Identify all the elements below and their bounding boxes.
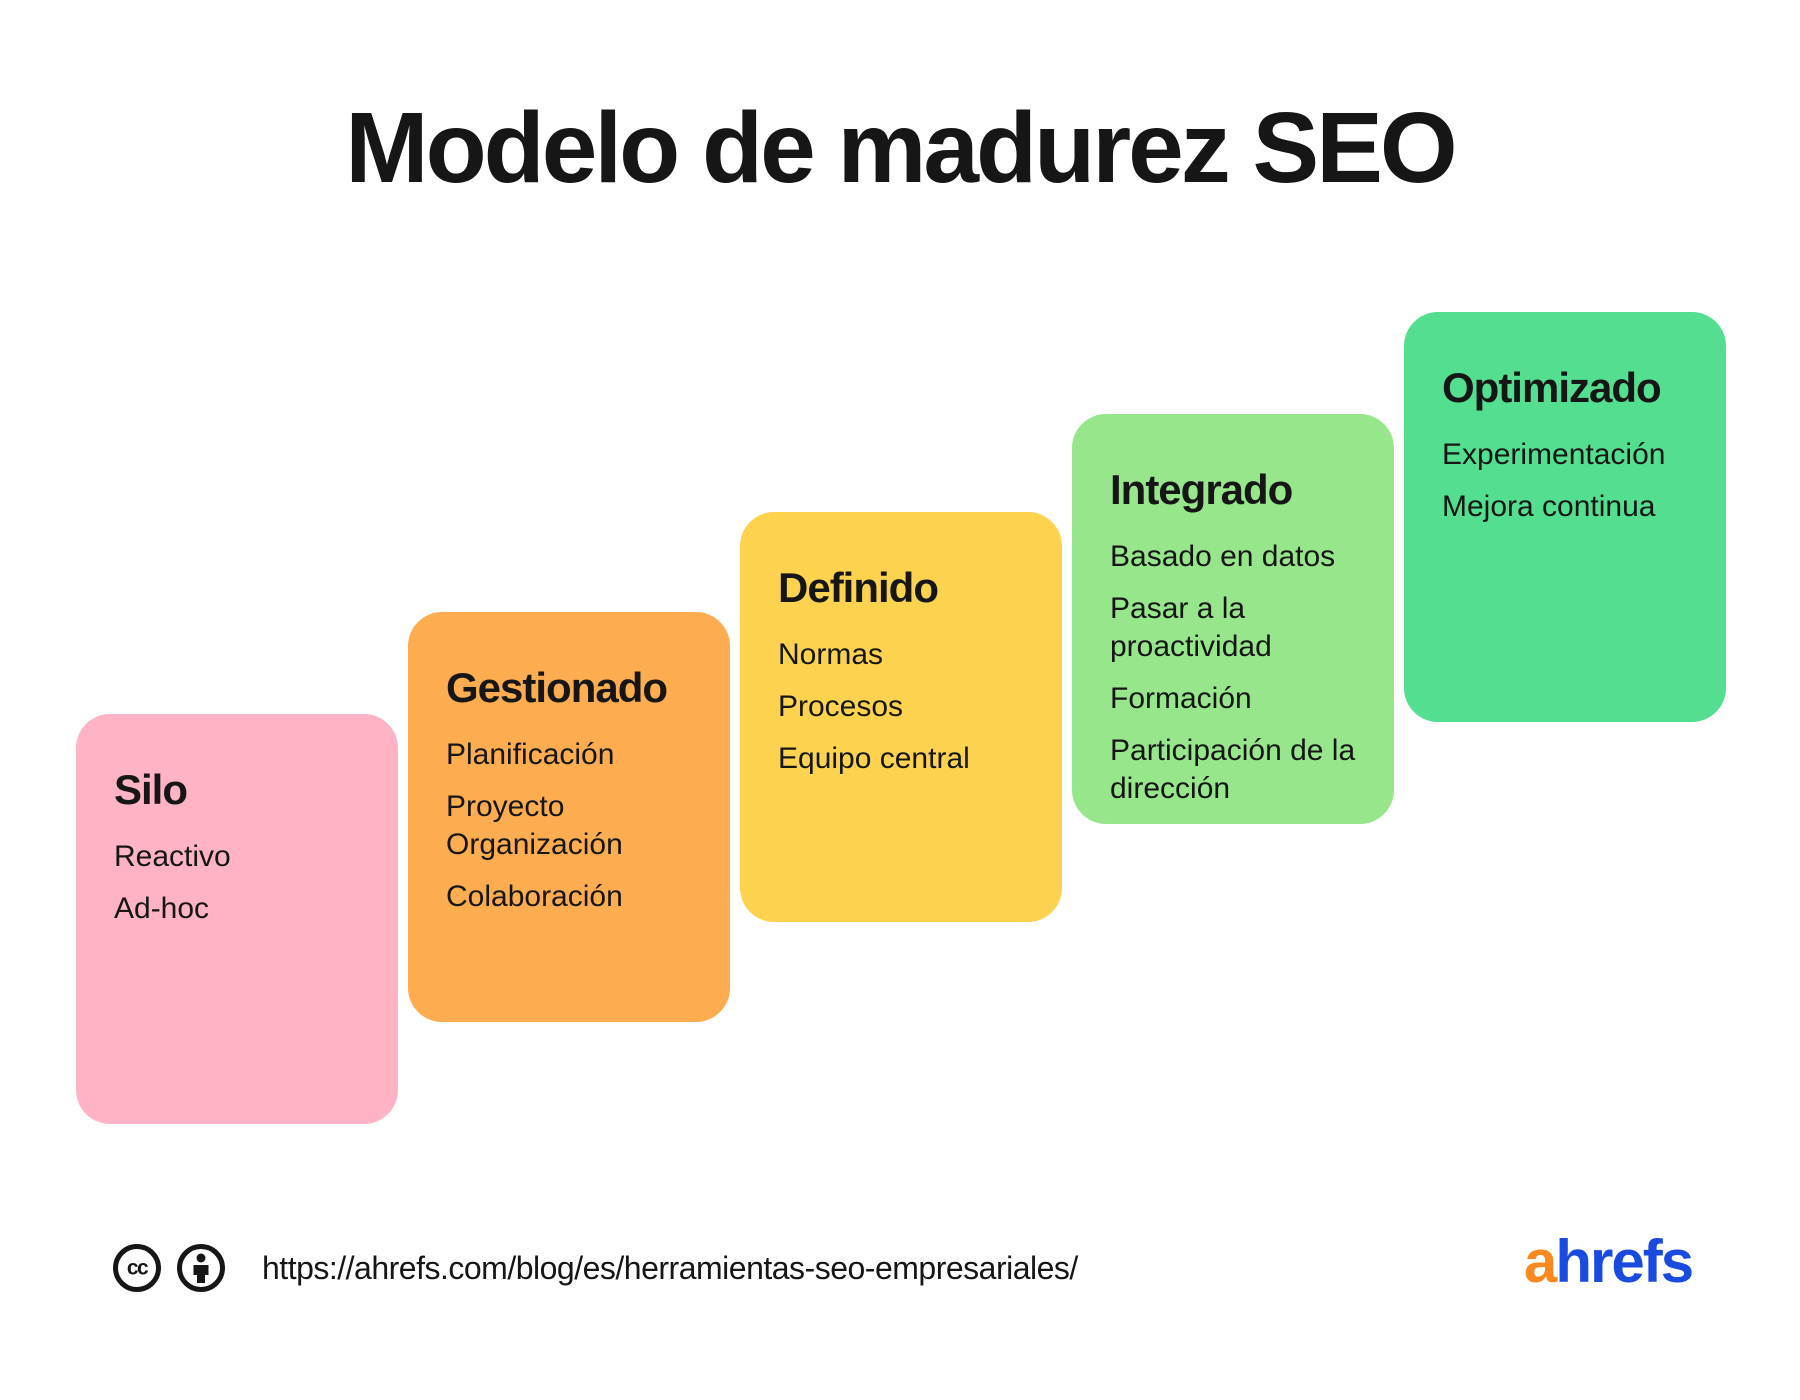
stage-title: Optimizado (1442, 364, 1662, 411)
stage-item: Basado en datos (1110, 540, 1336, 573)
stage-item: Colaboración (446, 880, 623, 913)
stage-item: Planificación (446, 738, 615, 771)
stage-item: Mejora continua (1442, 490, 1656, 523)
footer: cc https://ahrefs.com/blog/es/herramient… (112, 1238, 1078, 1298)
stage-item: Formación (1110, 682, 1252, 715)
stage-item: Proyecto Organización (446, 790, 623, 861)
ahrefs-logo-a: a (1524, 1228, 1557, 1295)
stage-item: Ad-hoc (114, 892, 210, 925)
stage-title: Silo (114, 766, 188, 813)
page-title: Modelo de madurez SEO (345, 92, 1457, 204)
svg-text:cc: cc (127, 1257, 149, 1280)
stage-item: Pasar a la proactividad (1110, 592, 1272, 663)
stage-item: Participación de la dirección (1110, 734, 1356, 805)
stage-item: Procesos (778, 690, 904, 723)
stage-item: Normas (778, 638, 884, 671)
ahrefs-logo-hrefs: hrefs (1555, 1228, 1694, 1295)
stage-item: Equipo central (778, 742, 970, 775)
source-url: https://ahrefs.com/blog/es/herramientas-… (262, 1249, 1078, 1286)
ahrefs-logo: ahrefs (1524, 1232, 1694, 1292)
stage-title: Definido (778, 564, 939, 611)
stage-item: Experimentación (1442, 438, 1666, 471)
stage-item: Reactivo (114, 840, 231, 873)
stage-title: Gestionado (446, 664, 668, 711)
cc-icon: cc (113, 1244, 161, 1292)
stage-title: Integrado (1110, 466, 1293, 513)
attribution-icon (177, 1244, 225, 1292)
